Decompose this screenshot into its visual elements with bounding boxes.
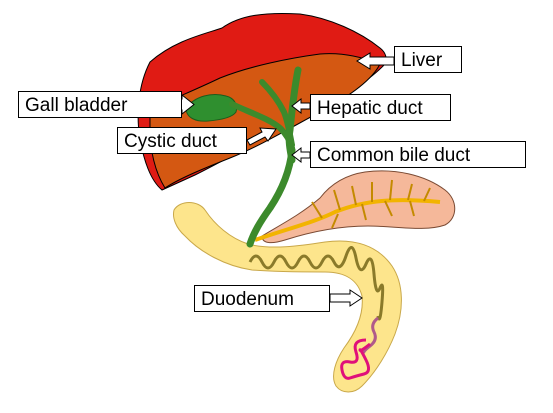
duodenum-coils-mid — [362, 316, 379, 356]
label-common-bile-duct: Common bile duct — [310, 141, 526, 168]
label-gall-bladder: Gall bladder — [18, 91, 182, 118]
label-duodenum: Duodenum — [194, 285, 330, 312]
arrow-liver — [356, 52, 395, 70]
duodenum-coils — [248, 246, 385, 321]
hepatic-duct-left — [259, 79, 295, 148]
label-cystic-duct: Cystic duct — [117, 127, 247, 154]
arrow-duodenum — [329, 289, 363, 307]
label-liver: Liver — [394, 46, 462, 73]
pink-coils — [340, 338, 371, 380]
leader-arrows — [165, 52, 395, 307]
cystic-duct — [229, 101, 295, 151]
arrow-common-bile-duct — [291, 146, 311, 164]
pancreatic-duct-branches — [311, 179, 431, 229]
arrow-hepatic-duct — [291, 97, 311, 115]
arrow-cystic-duct — [246, 127, 277, 146]
pancreatic-duct — [254, 198, 441, 242]
common-bile-duct — [246, 146, 296, 248]
duodenum-shape — [173, 202, 402, 393]
pancreas-shape — [261, 170, 456, 244]
label-hepatic-duct: Hepatic duct — [310, 94, 451, 121]
gall-bladder-shape — [185, 94, 238, 122]
